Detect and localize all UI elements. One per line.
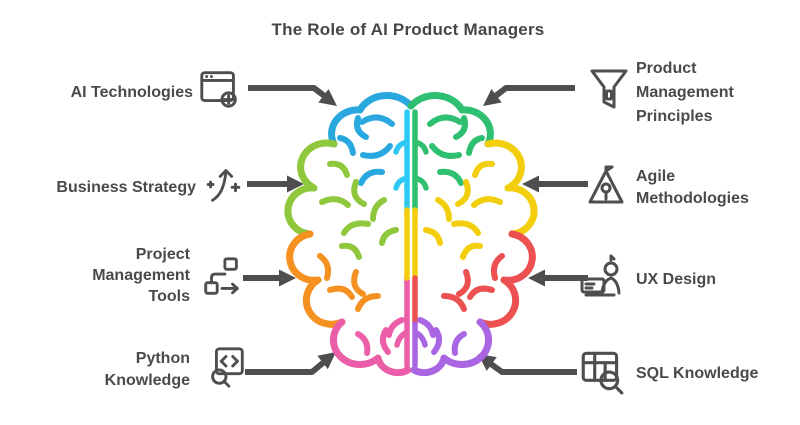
label-line: Management bbox=[636, 84, 734, 101]
label-line: Product bbox=[636, 60, 697, 77]
brain-stem-cyan bbox=[393, 109, 410, 213]
flowchart-icon bbox=[199, 253, 245, 299]
arrowhead bbox=[279, 269, 296, 287]
arrowhead bbox=[528, 269, 545, 287]
brain-illustration bbox=[284, 92, 538, 377]
label-line: Methodologies bbox=[636, 190, 749, 207]
sprint-mountain-icon bbox=[582, 161, 630, 209]
label-line: Principles bbox=[636, 108, 713, 125]
label-line: Python bbox=[135, 350, 190, 367]
label-line: UX Design bbox=[636, 271, 717, 288]
label-line: Business Strategy bbox=[56, 179, 196, 196]
label-project-management-tools: Project Management Tools bbox=[92, 244, 190, 307]
label-ux-design: UX Design bbox=[636, 269, 716, 290]
brain-region-blue bbox=[328, 92, 415, 186]
page-title: The Role of AI Product Managers bbox=[271, 20, 545, 39]
label-line: Agile bbox=[636, 168, 676, 185]
label-product-management-principles: Product Management Principles bbox=[636, 57, 734, 129]
brain-region-red bbox=[412, 230, 536, 328]
label-sql-knowledge: SQL Knowledge bbox=[636, 363, 758, 384]
growth-arrow-icon bbox=[201, 161, 247, 207]
label-python-knowledge: Python Knowledge bbox=[105, 348, 190, 392]
label-line: Project bbox=[135, 246, 190, 263]
label-business-strategy: Business Strategy bbox=[56, 177, 196, 198]
label-line: Tools bbox=[148, 288, 190, 305]
arrowhead bbox=[318, 88, 337, 106]
arrowhead bbox=[483, 88, 502, 106]
table-search-icon bbox=[577, 347, 627, 397]
label-line: AI Technologies bbox=[70, 84, 193, 101]
brain-region-yellow bbox=[404, 139, 538, 281]
arrowhead bbox=[317, 352, 336, 370]
label-line: SQL Knowledge bbox=[636, 365, 759, 382]
label-ai-technologies: AI Technologies bbox=[71, 82, 193, 103]
brain-region-green bbox=[407, 92, 494, 213]
brain-region-orange bbox=[286, 230, 381, 328]
label-line: Knowledge bbox=[104, 372, 190, 389]
brain-region-olive bbox=[284, 139, 399, 260]
arrowhead bbox=[522, 175, 539, 193]
brain-region-pink bbox=[329, 275, 412, 377]
funnel-icon bbox=[585, 64, 633, 114]
brain-region-purple bbox=[410, 317, 493, 377]
arrow-heads bbox=[279, 88, 545, 371]
arrowhead bbox=[287, 175, 304, 193]
label-line: Management bbox=[92, 267, 190, 284]
label-agile-methodologies: Agile Methodologies bbox=[636, 166, 749, 210]
ux-person-screen-icon bbox=[577, 251, 629, 303]
ai-window-icon bbox=[197, 66, 243, 112]
code-search-icon bbox=[203, 344, 249, 390]
